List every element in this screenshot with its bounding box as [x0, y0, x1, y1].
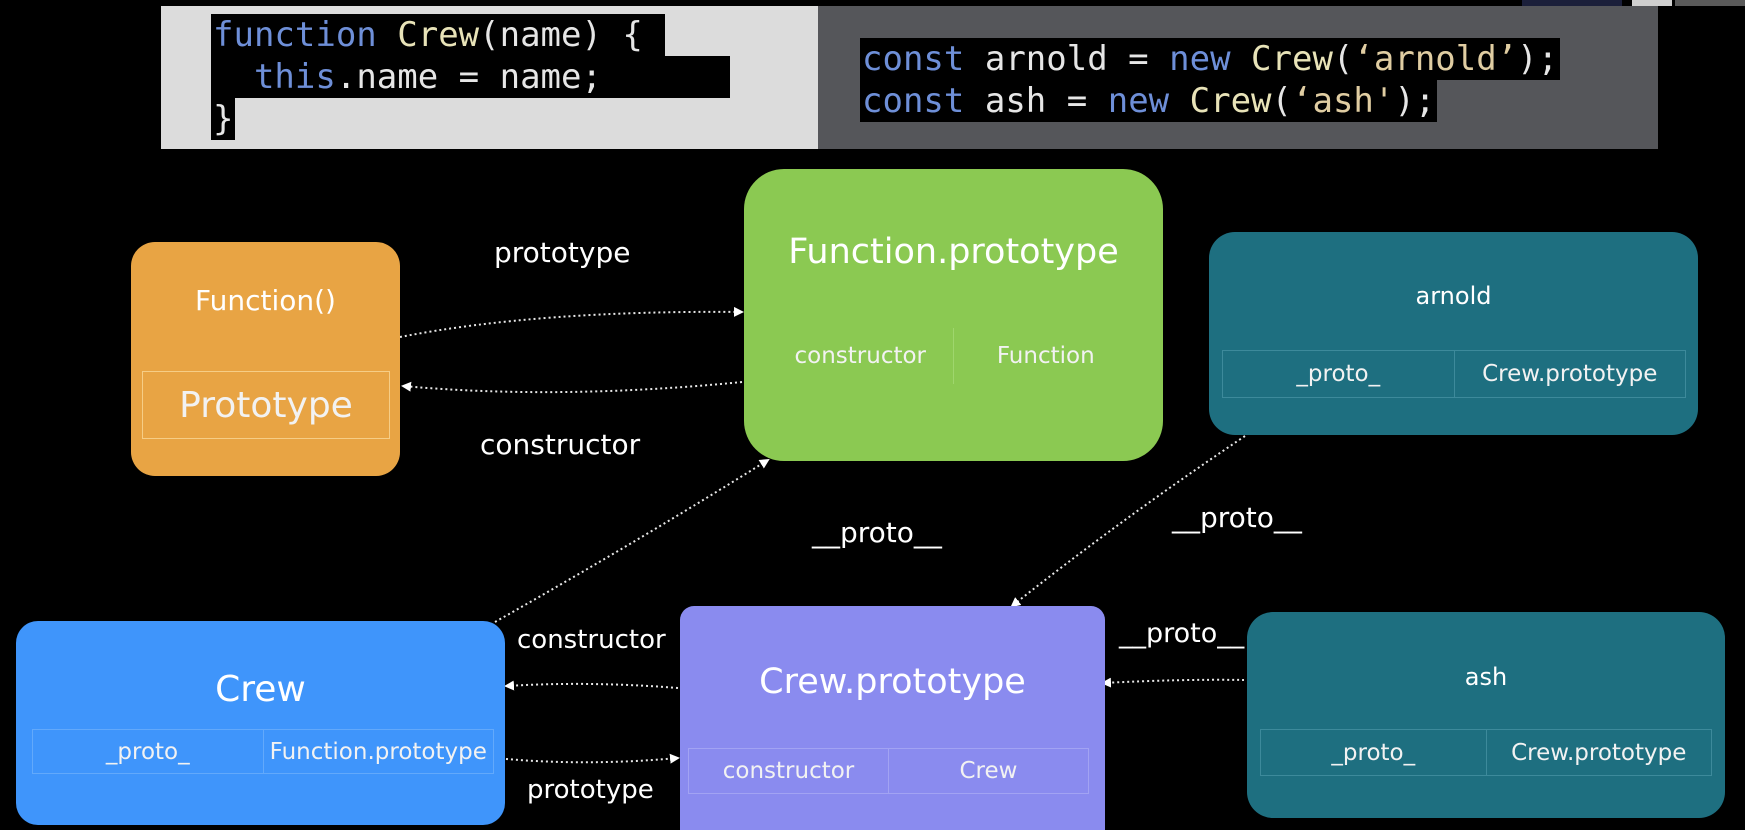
property-value: Crew.prototype [1511, 739, 1687, 766]
node-arnold: arnold _proto_ Crew.prototype [1209, 232, 1698, 435]
code-keyword: this [253, 57, 336, 97]
arrow-ash-to-crew-prototype [1101, 677, 1245, 688]
node-property-row: _proto_ Crew.prototype [1260, 729, 1712, 776]
property-key: _proto_ [1223, 351, 1455, 397]
corner-decoration [1675, 0, 1745, 6]
code-panel-instances: const arnold = new Crew(‘arnold’); const… [818, 6, 1658, 149]
code-text: ( [1271, 81, 1292, 121]
code-string: ‘arnold’ [1353, 39, 1518, 79]
arrow-crew-to-crew-prototype [505, 753, 680, 764]
code-text: = [1066, 81, 1088, 121]
code-text: .name = name; [335, 57, 602, 97]
edge-label-constructor: constructor [517, 625, 666, 655]
edge-label-prototype: prototype [494, 236, 631, 269]
arrow-crew-prototype-to-crew [504, 680, 679, 691]
code-line-2: const ash = new Crew(‘ash'); [860, 80, 1438, 122]
node-function-prototype: Function.prototype constructor Function [744, 169, 1163, 461]
node-crew-prototype: Crew.prototype constructor Crew [680, 606, 1105, 830]
node-property-row: _proto_ Crew.prototype [1222, 350, 1686, 398]
code-string: ‘ash' [1292, 81, 1395, 121]
edge-label-proto: __proto__ [1119, 618, 1245, 649]
code-text: (name) { [479, 15, 643, 55]
code-text: ); [1394, 81, 1436, 121]
property-key: _proto_ [1261, 730, 1487, 775]
node-title: arnold [1415, 282, 1492, 310]
code-keyword: new [1107, 81, 1170, 121]
arrow-function-prototype-to-function [401, 381, 743, 394]
code-text: ); [1517, 39, 1559, 79]
node-property-row: constructor Function [768, 328, 1138, 384]
property-key: _proto_ [33, 730, 264, 773]
edge-label-proto: __proto__ [812, 516, 942, 549]
node-prototype-slot: Prototype [142, 371, 390, 439]
node-prototype-label: Prototype [179, 384, 353, 426]
code-function-name: Crew [1189, 81, 1272, 121]
code-line-3: } [211, 98, 236, 140]
code-keyword: new [1169, 39, 1231, 79]
node-title: Function() [195, 284, 336, 317]
code-variable: arnold [984, 39, 1108, 79]
property-value: Crew [959, 758, 1018, 784]
code-line-2: this.name = name; [211, 56, 730, 98]
edge-label-prototype: prototype [527, 775, 654, 805]
arrow-crew-to-function-prototype [494, 458, 770, 623]
corner-decoration [1522, 0, 1622, 6]
edge-label-proto: __proto__ [1172, 501, 1302, 534]
code-function-name: Crew [397, 15, 480, 55]
code-keyword: const [862, 81, 965, 121]
code-line-1: const arnold = new Crew(‘arnold’); [860, 38, 1561, 80]
code-function-name: Crew [1251, 39, 1333, 79]
code-variable: ash [984, 81, 1047, 121]
property-value: Function [996, 343, 1095, 369]
arrow-function-to-function-prototype [399, 306, 744, 338]
code-keyword: const [862, 39, 965, 79]
code-text: = [1128, 39, 1149, 79]
node-title: Crew.prototype [759, 662, 1026, 702]
node-property-row: _proto_ Function.prototype [32, 729, 494, 774]
property-value: Function.prototype [269, 738, 487, 765]
property-value: Crew.prototype [1482, 361, 1658, 387]
code-keyword: function [213, 15, 377, 55]
node-crew: Crew _proto_ Function.prototype [16, 621, 505, 825]
corner-decoration [1632, 0, 1672, 6]
code-panel-constructor: function Crew(name) { this.name = name; … [161, 6, 818, 149]
node-title: Crew [215, 669, 306, 710]
node-function-constructor: Function() Prototype [131, 242, 400, 476]
code-line-1: function Crew(name) { [211, 14, 665, 56]
code-text: } [213, 99, 234, 139]
node-ash: ash _proto_ Crew.prototype [1247, 612, 1725, 818]
node-property-row: constructor Crew [688, 748, 1089, 794]
property-key: constructor [689, 749, 889, 793]
property-key: constructor [768, 328, 954, 384]
code-text: ( [1332, 39, 1354, 79]
node-title: ash [1464, 663, 1508, 691]
edge-label-constructor: constructor [480, 428, 641, 461]
node-title: Function.prototype [788, 232, 1119, 272]
